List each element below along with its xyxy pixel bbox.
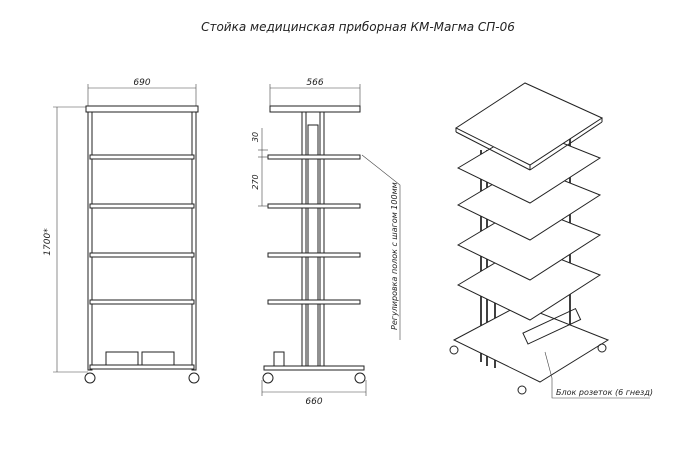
shelf-adjustment-note: Регулировка полок с шагом 100мм [390, 182, 399, 330]
front-view: 690 1700* [43, 78, 200, 384]
socket-block-iso [522, 307, 582, 345]
side-base-width-dimension: 660 [305, 397, 322, 407]
caster-wheel [354, 372, 366, 384]
side-view: 566 30 270 660 Регулировка полок с шагом… [251, 78, 401, 407]
caster-wheel [262, 372, 274, 384]
isometric-view: Блок розеток (6 гнезд) [449, 82, 653, 399]
caster-wheel [188, 372, 200, 384]
front-height-dimension: 1700* [43, 228, 53, 256]
caster-wheel [517, 385, 527, 395]
front-width-dimension: 690 [133, 78, 150, 88]
side-gap-dimension: 30 [251, 132, 260, 142]
side-spacing-dimension: 270 [251, 174, 260, 189]
caster-wheel [597, 343, 607, 353]
socket-block-front [105, 351, 139, 366]
socket-block-note: Блок розеток (6 гнезд) [556, 388, 653, 397]
side-top-width-dimension: 566 [306, 78, 323, 88]
caster-wheel [449, 345, 459, 355]
drawing-title: Стойка медицинская приборная КМ-Магма СП… [201, 20, 515, 34]
caster-wheel [84, 372, 96, 384]
